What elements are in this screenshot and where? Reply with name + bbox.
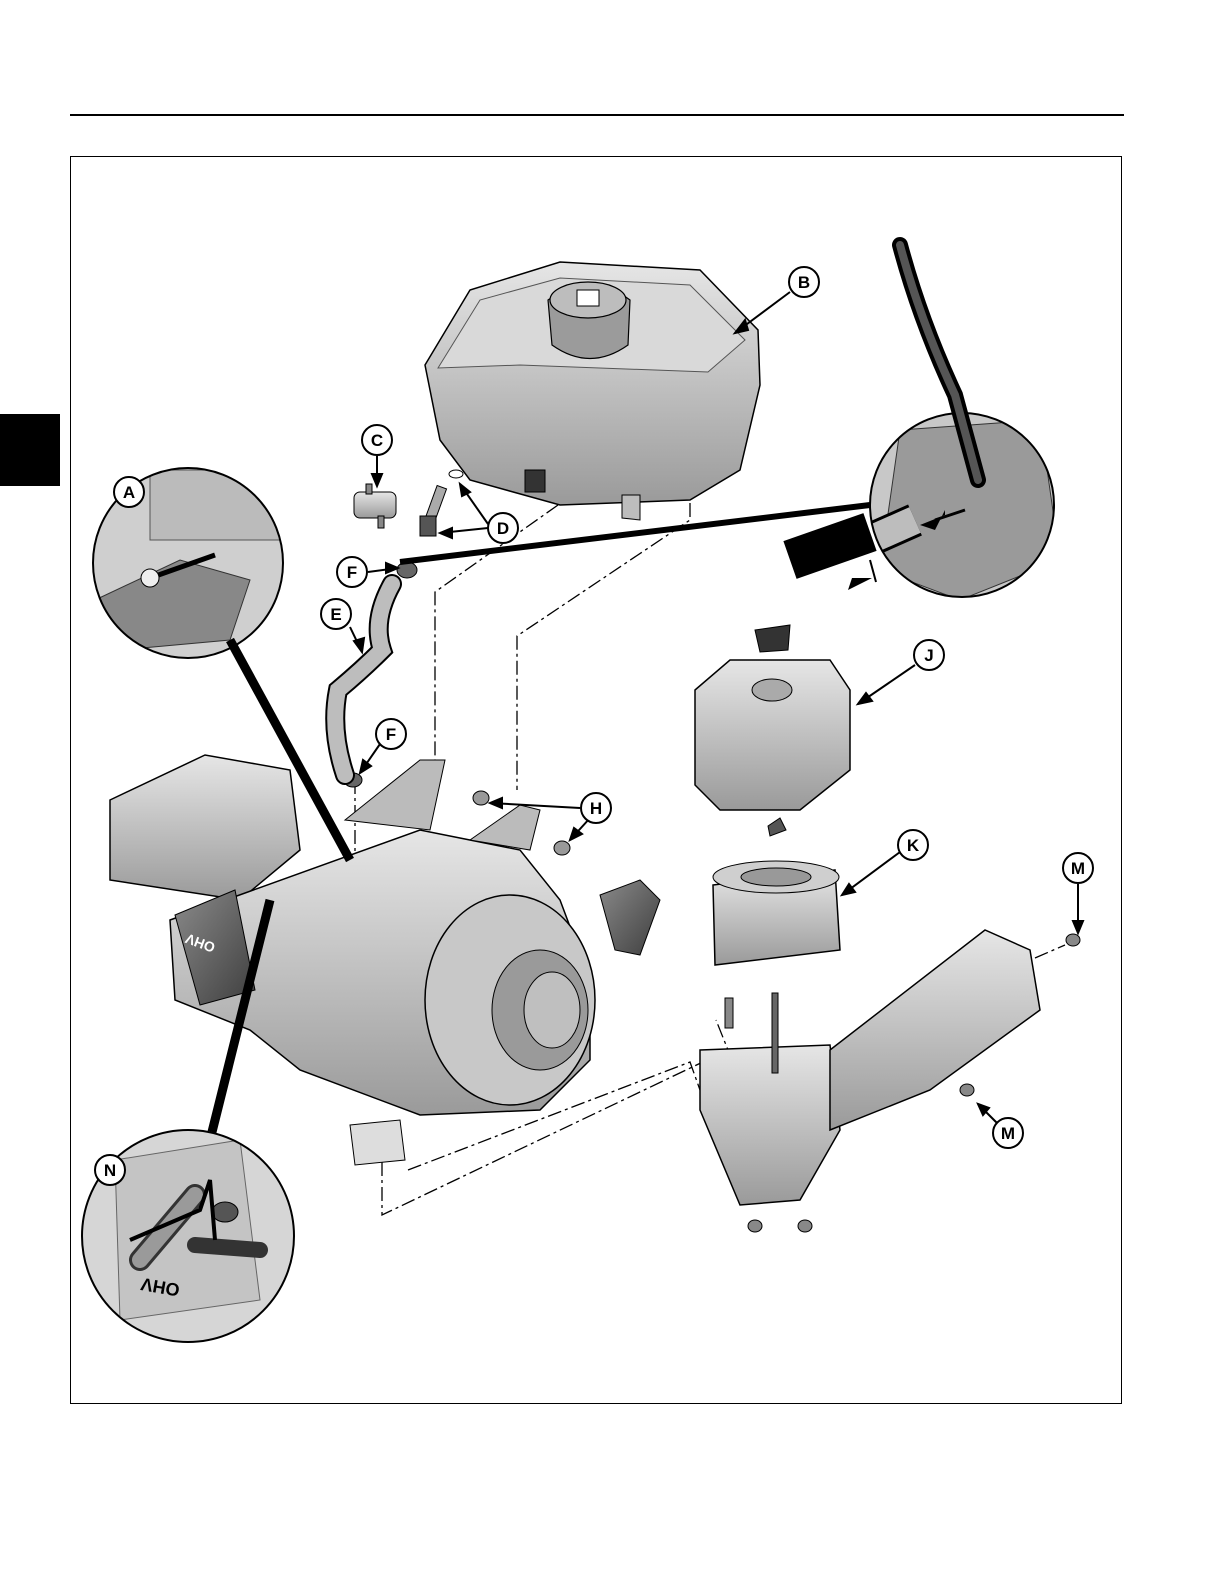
svg-text:F: F [386,725,396,744]
svg-text:D: D [497,519,509,538]
shutoff-valve [420,470,463,536]
air-cleaner-cover [695,625,850,836]
svg-text:B: B [798,273,810,292]
callout-h: H [581,793,611,823]
callout-f-upper: F [337,557,367,587]
svg-text:H: H [590,799,602,818]
svg-text:K: K [907,836,920,855]
svg-text:M: M [1071,859,1085,878]
carburetor-gasket [350,1120,405,1165]
svg-text:N: N [104,1161,116,1180]
svg-text:E: E [330,605,341,624]
svg-text:J: J [924,646,933,665]
callout-m-top: M [1063,853,1093,883]
callout-m-bottom: M [993,1118,1023,1148]
fuel-line-detail-hose [790,532,870,560]
direction-arrow [848,578,872,590]
hose-clamp-upper [397,562,417,578]
callout-n: N [95,1155,125,1185]
air-cleaner-base [700,930,1080,1232]
svg-text:F: F [347,563,357,582]
svg-text:A: A [123,483,135,502]
callout-c: C [362,425,392,455]
engine-assembly: OHV [110,755,660,1165]
callout-d: D [488,513,518,543]
fuel-tank [425,262,760,520]
assembly-line-tank-right [517,478,690,790]
assembly-line-bolt-m [1035,945,1065,958]
svg-text:C: C [371,431,383,450]
fuel-filter [354,484,396,528]
callout-k: K [898,830,928,860]
callout-a: A [114,477,144,507]
air-filter [713,861,840,965]
callout-b: B [789,267,819,297]
callout-j: J [914,640,944,670]
svg-text:M: M [1001,1124,1015,1143]
callout-f-lower: F [376,719,406,749]
callout-e: E [321,599,351,629]
